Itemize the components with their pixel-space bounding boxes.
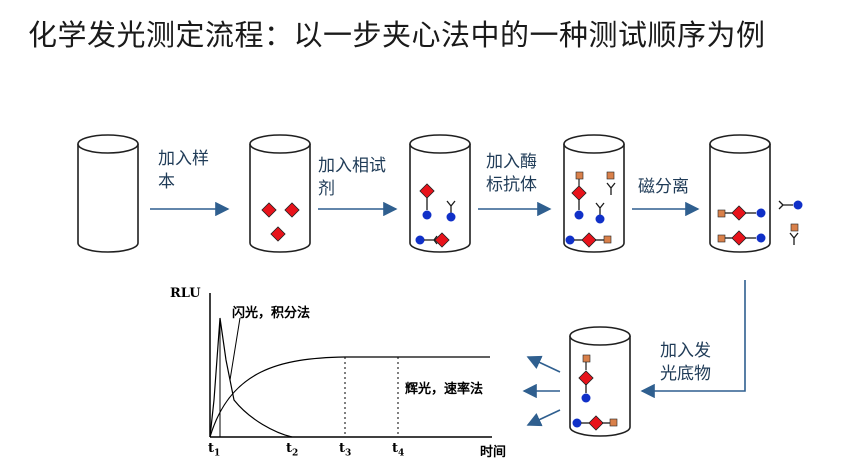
x-axis-label: 时间 bbox=[480, 445, 507, 460]
glow-label: 辉光，速率法 bbox=[405, 382, 484, 397]
step-label-line: 剂 bbox=[318, 179, 335, 199]
removed-unbound-components bbox=[778, 200, 803, 246]
step-label-line: 标抗体 bbox=[486, 175, 537, 195]
step-label-line: 加入样 bbox=[158, 149, 209, 169]
tube-after-separation bbox=[709, 134, 771, 253]
page-title: 化学发光测定流程：以一步夹心法中的一种测试顺序为例 bbox=[28, 18, 766, 52]
step-label-line: 加入发 bbox=[660, 341, 711, 361]
tick-sub: 1 bbox=[214, 448, 221, 459]
tick-main: t bbox=[339, 441, 346, 456]
tick-t2: t2 bbox=[286, 441, 298, 459]
flash-curve bbox=[209, 317, 293, 438]
light-emission-arrow-up bbox=[526, 355, 561, 373]
tick-sub: 2 bbox=[292, 448, 299, 459]
arrow-step-5 bbox=[640, 280, 746, 399]
rlu-time-chart bbox=[209, 293, 492, 438]
tube-empty bbox=[77, 134, 139, 253]
step-label-line: 本 bbox=[158, 172, 175, 192]
light-emission-arrow-down bbox=[526, 409, 561, 427]
tube-with-enzyme-antibody bbox=[563, 134, 625, 253]
y-axis-label: RLU bbox=[170, 286, 201, 301]
step-label-line: 光底物 bbox=[660, 364, 711, 384]
flash-label: 闪光，积分法 bbox=[232, 306, 311, 321]
tick-main: t bbox=[286, 441, 293, 456]
step-label-add-sample: 加入样 本 bbox=[158, 148, 209, 194]
glow-curve bbox=[209, 356, 490, 438]
step-label-add-enzyme-antibody: 加入酶 标抗体 bbox=[486, 151, 537, 197]
tick-main: t bbox=[208, 441, 215, 456]
step-label-line: 加入相试 bbox=[318, 156, 386, 176]
step-label-add-reagent: 加入相试 剂 bbox=[318, 155, 386, 201]
tube-with-sample bbox=[249, 134, 311, 253]
tick-t3: t3 bbox=[339, 441, 351, 459]
flash-label-pointer bbox=[229, 317, 241, 381]
step-label-line: 磁分离 bbox=[638, 177, 689, 197]
tube-with-substrate bbox=[569, 326, 631, 437]
step-label-line: 加入酶 bbox=[486, 152, 537, 172]
tick-t4: t4 bbox=[392, 441, 404, 459]
step-label-magnetic-separation: 磁分离 bbox=[638, 176, 689, 199]
tick-sub: 4 bbox=[398, 448, 405, 459]
tick-t1: t1 bbox=[208, 441, 220, 459]
step-label-add-substrate: 加入发 光底物 bbox=[660, 340, 711, 386]
tick-main: t bbox=[392, 441, 399, 456]
tick-sub: 3 bbox=[345, 448, 352, 459]
tube-with-capture-reagent bbox=[409, 134, 471, 253]
